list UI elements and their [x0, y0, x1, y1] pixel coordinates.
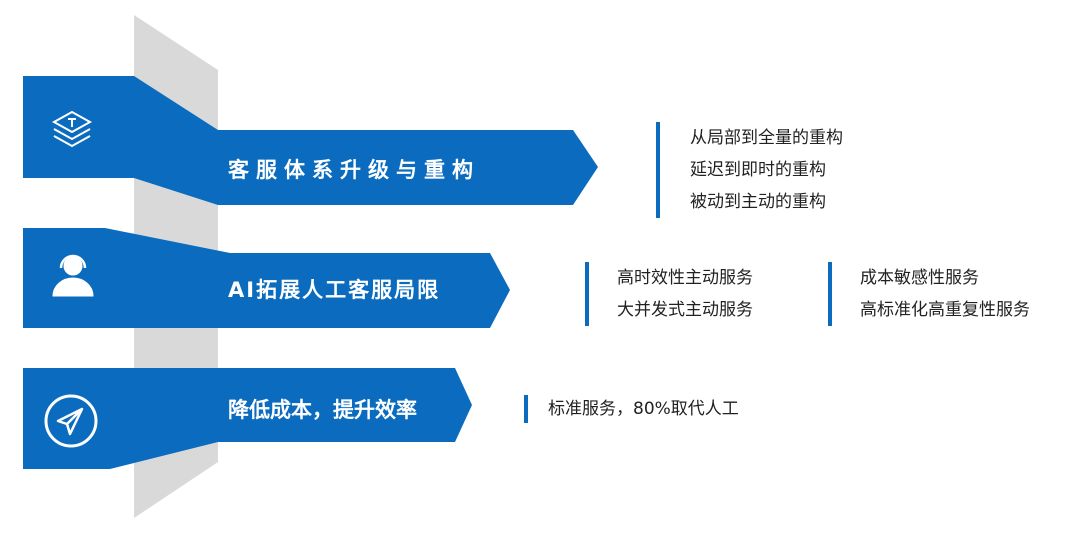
point: 被动到主动的重构	[690, 192, 826, 212]
point: 标准服务，80%取代人工	[548, 399, 739, 419]
banner-1	[23, 76, 598, 205]
row-3-title: 降低成本，提升效率	[228, 398, 417, 422]
layers-icon	[51, 110, 93, 148]
banner-2	[23, 228, 510, 328]
point: 高标准化高重复性服务	[860, 300, 1030, 320]
point: 成本敏感性服务	[860, 268, 979, 288]
row-2-title: AI拓展人工客服局限	[228, 278, 441, 302]
point: 从局部到全量的重构	[690, 128, 843, 148]
row-1-points: 从局部到全量的重构 延迟到即时的重构 被动到主动的重构	[656, 122, 843, 218]
point: 高时效性主动服务	[617, 268, 753, 288]
headset-person-icon	[52, 254, 94, 297]
paper-plane-icon	[44, 394, 98, 448]
row-2-points-b: 成本敏感性服务 高标准化高重复性服务	[828, 262, 1030, 326]
point: 大并发式主动服务	[617, 300, 753, 320]
banner-3	[23, 368, 472, 469]
row-3-points: 标准服务，80%取代人工	[524, 395, 739, 423]
row-1-title: 客服体系升级与重构	[228, 158, 480, 182]
row-2-points-a: 高时效性主动服务 大并发式主动服务	[585, 262, 753, 326]
point: 延迟到即时的重构	[690, 160, 826, 180]
